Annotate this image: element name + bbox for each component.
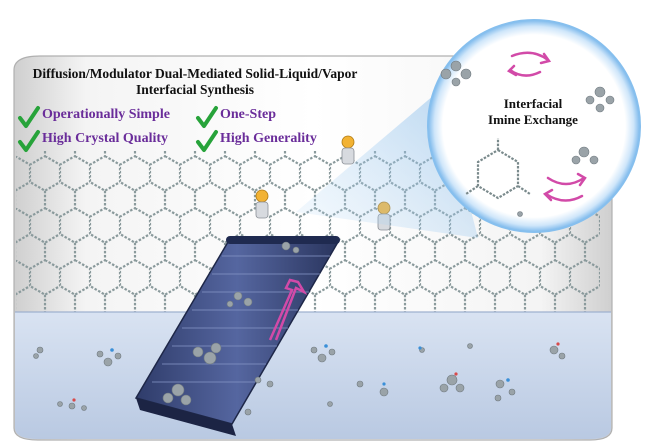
- inset-molecules: [440, 60, 615, 217]
- zoom-inset-label: Interfacial Imine Exchange: [468, 96, 598, 128]
- feature-operationally-simple: Operationally Simple: [42, 107, 170, 122]
- inset-hexagon: [465, 138, 531, 200]
- exchange-arrows: [506, 51, 587, 202]
- check-icon: [196, 130, 218, 152]
- title: Diffusion/Modulator Dual-Mediated Solid-…: [0, 66, 390, 98]
- upward-arrow: [268, 278, 308, 341]
- title-line-1: Diffusion/Modulator Dual-Mediated Solid-…: [32, 66, 358, 81]
- feature-high-crystal-quality: High Crystal Quality: [42, 131, 169, 146]
- feature-one-step: One-Step: [220, 107, 276, 122]
- feature-high-generality: High Generality: [220, 131, 317, 146]
- liquid-phase: [15, 312, 611, 439]
- zoom-label-line-1: Interfacial: [503, 96, 563, 111]
- zoom-label-line-2: Imine Exchange: [488, 112, 578, 127]
- zoom-inset: [427, 19, 641, 233]
- check-icon: [196, 106, 218, 128]
- molecules: [33, 241, 566, 416]
- check-icon: [18, 106, 40, 128]
- title-line-2: Interfacial Synthesis: [135, 82, 255, 97]
- check-icon: [18, 130, 40, 152]
